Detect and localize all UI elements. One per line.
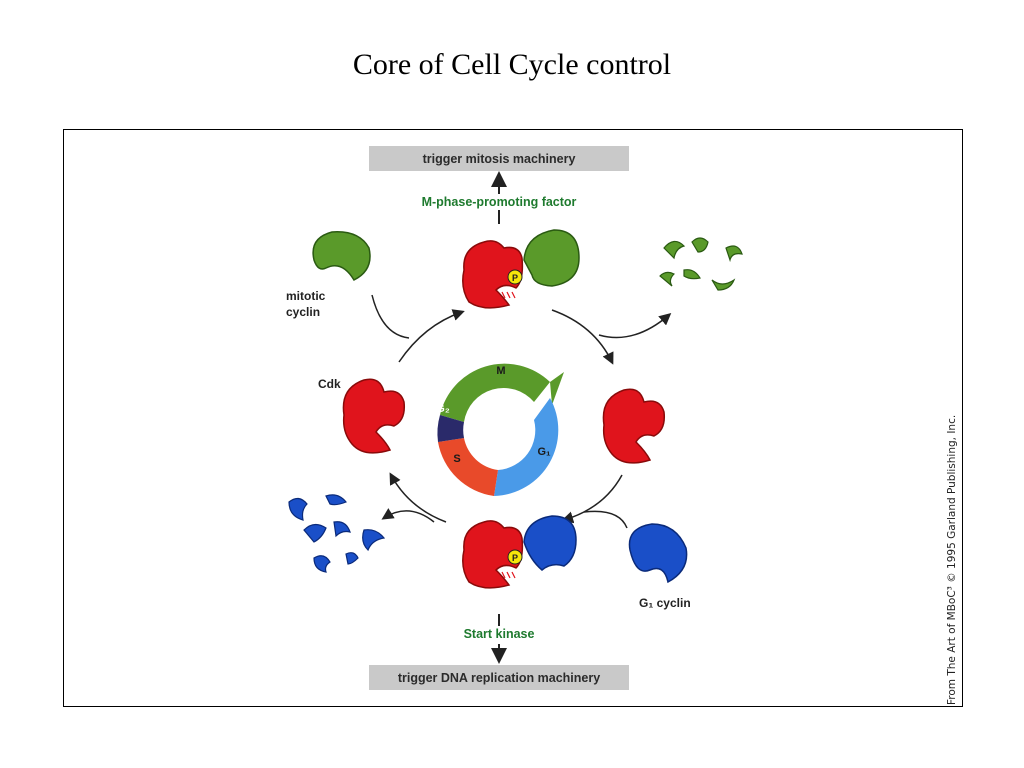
g1-cyclin-degradation-arrow (381, 508, 435, 523)
blue-fragment-4 (333, 521, 351, 538)
g1-phase-segment (494, 398, 559, 496)
phase-label-s: S (453, 453, 460, 465)
green-fragment-1 (663, 240, 686, 260)
free-mitotic-cyclin (312, 231, 371, 281)
start-kinase-complex: P (462, 515, 577, 589)
start-kinase-phosphate (507, 549, 523, 565)
start-kinase-active-site (501, 571, 516, 579)
mitotic-cyclin-input-arrow (371, 294, 410, 339)
slide-title: Core of Cell Cycle control (352, 48, 672, 81)
blue-fragment-7 (345, 552, 359, 565)
green-fragment-3 (725, 245, 743, 263)
start-kinase-cyclin (523, 515, 577, 571)
m-phase-segment (440, 363, 550, 422)
blue-fragment-6 (313, 555, 331, 573)
mpf-cdk (462, 240, 524, 309)
figure-credit: From The Art of MBoC³ © 1995 Garland Pub… (946, 414, 958, 705)
mitotic-cyclin-label-line1: mitotic (286, 289, 326, 303)
m-phase-arrowhead (550, 372, 564, 405)
s-phase-segment (438, 438, 498, 496)
green-fragment-2 (691, 237, 709, 253)
cell-cycle-figure: trigger mitosis machinery M-phase-promot… (63, 129, 963, 707)
mpf-complex: P (462, 229, 580, 309)
free-g1-cyclin (628, 523, 688, 584)
cycle-arrow-right-to-bottom (561, 474, 623, 524)
trigger-dna-replication-text: trigger DNA replication machinery (398, 671, 600, 685)
mpf-cyclin (523, 229, 580, 287)
start-kinase-phosphate-label: P (512, 553, 518, 563)
blue-fragment-3 (303, 523, 327, 543)
phase-label-g2: G₂ (436, 403, 450, 415)
mpf-label: M-phase-promoting factor (422, 195, 577, 209)
cycle-arrow-bottom-to-left (389, 472, 447, 523)
cycle-arrow-left-to-top (398, 309, 465, 363)
cdk-left-shape (342, 378, 406, 454)
g2-phase-segment (437, 415, 464, 442)
green-fragment-4 (659, 271, 676, 287)
green-fragment-6 (711, 278, 736, 291)
trigger-dna-replication-banner: trigger DNA replication machinery (369, 665, 629, 690)
cdk-label: Cdk (318, 377, 341, 391)
blue-fragment-5 (362, 529, 386, 552)
blue-fragment-1 (288, 497, 308, 521)
mpf-phosphate-label: P (512, 273, 518, 283)
green-fragment-5 (683, 269, 701, 280)
degraded-mitotic-cyclin (659, 237, 743, 291)
phase-label-g1: G₁ (537, 446, 551, 458)
degraded-g1-cyclin (288, 494, 386, 573)
start-kinase-label: Start kinase (464, 627, 535, 641)
trigger-mitosis-text: trigger mitosis machinery (423, 152, 576, 166)
cdk-left: Cdk (318, 377, 406, 454)
g1-cyclin-input-arrow (583, 510, 628, 529)
mpf-phosphate (507, 269, 523, 285)
phase-label-m: M (496, 365, 505, 377)
mitotic-cyclin-degradation-arrow (598, 313, 672, 339)
g1-cyclin-label: G₁ cyclin (639, 596, 691, 610)
cell-cycle-ring: M G₁ S G₂ (436, 363, 564, 496)
trigger-mitosis-banner: trigger mitosis machinery (369, 146, 629, 171)
mitotic-cyclin-label-line2: cyclin (286, 305, 320, 319)
start-kinase-cdk (462, 520, 524, 589)
blue-fragment-2 (325, 494, 347, 506)
cycle-arrow-top-to-right (551, 309, 614, 365)
cell-cycle-diagram: trigger mitosis machinery M-phase-promot… (286, 146, 743, 690)
mpf-active-site (501, 291, 516, 299)
cdk-right-shape (602, 388, 666, 464)
